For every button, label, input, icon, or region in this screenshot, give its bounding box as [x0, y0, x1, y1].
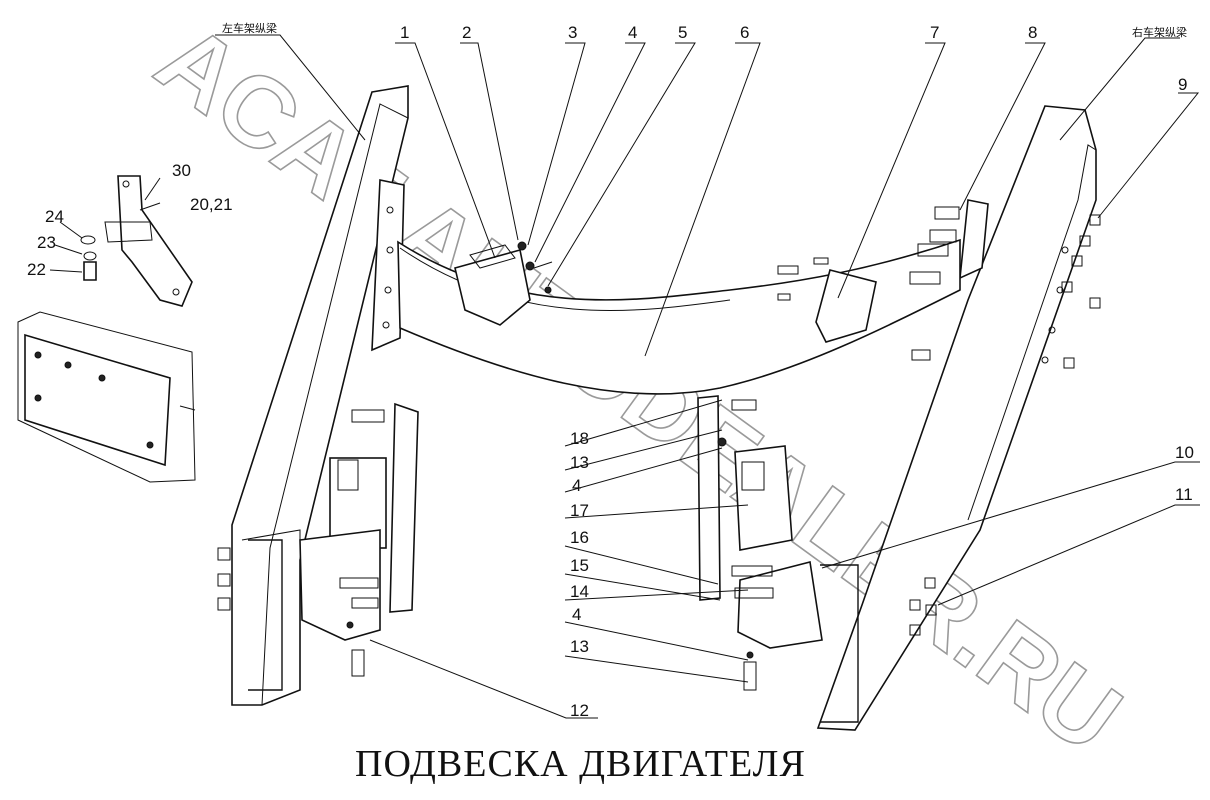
right-frame-rail [816, 105, 1101, 731]
callout-4-upper: 4 [572, 476, 581, 495]
callout-22: 22 [27, 260, 46, 279]
inset-plate-detail [17, 311, 196, 483]
callout-17: 17 [570, 501, 589, 520]
left-frame-rail [217, 85, 409, 706]
callout-4-lower: 4 [572, 605, 581, 624]
callout-18: 18 [570, 429, 589, 448]
callout-8: 8 [1028, 23, 1037, 42]
callout-12: 12 [570, 701, 589, 720]
inset-bracket-detail [80, 175, 193, 307]
callout-23: 23 [37, 233, 56, 252]
callout-10: 10 [1175, 443, 1194, 462]
leader-lines [49, 34, 1200, 719]
callout-20-21: 20,21 [190, 195, 233, 214]
callout-7: 7 [930, 23, 939, 42]
callout-2: 2 [462, 23, 471, 42]
left-frame-label: 左车架纵梁 [222, 21, 277, 35]
left-engine-mount [299, 402, 419, 677]
callout-11: 11 [1175, 485, 1193, 504]
callout-labels: 1 2 3 4 5 6 7 8 9 10 11 12 13 14 15 16 1… [27, 23, 1194, 720]
callout-5: 5 [678, 23, 687, 42]
callout-14: 14 [570, 582, 589, 601]
callout-30: 30 [172, 161, 191, 180]
right-mount-bracket [777, 206, 960, 361]
callout-9: 9 [1178, 75, 1187, 94]
callout-24: 24 [45, 207, 64, 226]
callout-3: 3 [568, 23, 577, 42]
right-engine-mount [697, 395, 823, 691]
callout-1: 1 [400, 23, 409, 42]
right-bracket-plate [959, 199, 989, 280]
callout-13-upper: 13 [570, 453, 589, 472]
cross-member [397, 238, 961, 395]
diagram-title: ПОДВЕСКА ДВИГАТЕЛЯ [355, 743, 806, 785]
callout-4: 4 [628, 23, 637, 42]
callout-16: 16 [570, 528, 589, 547]
callout-6: 6 [740, 23, 749, 42]
right-frame-label: 右车架纵梁 [1132, 25, 1187, 39]
left-mount-bracket [454, 241, 553, 326]
left-bracket-plate [371, 179, 405, 352]
callout-13-lower: 13 [570, 637, 589, 656]
callout-15: 15 [570, 556, 589, 575]
